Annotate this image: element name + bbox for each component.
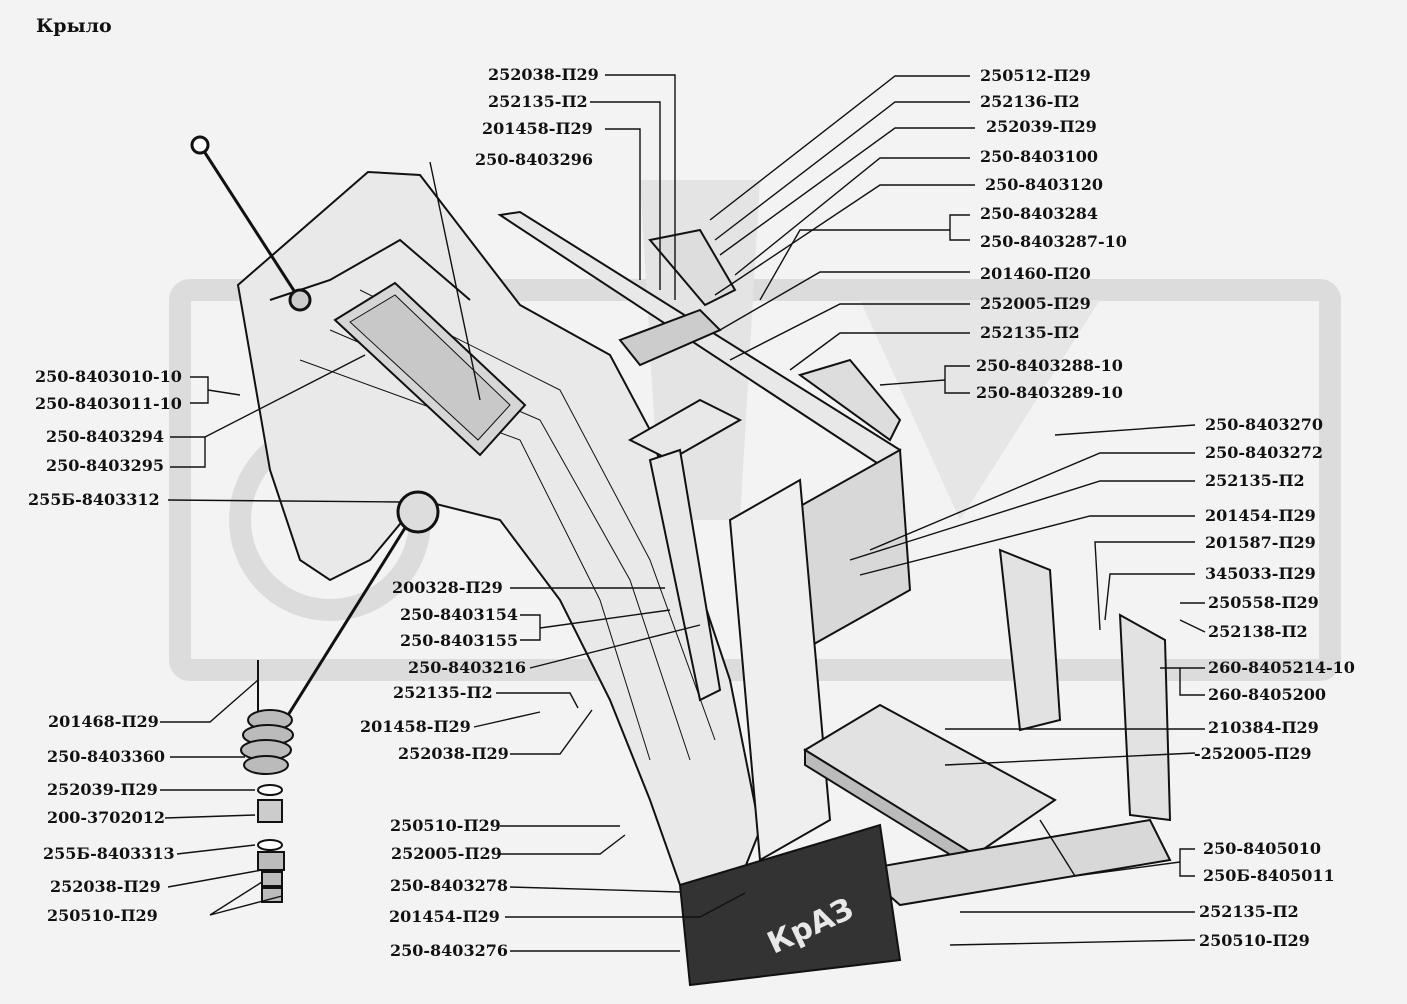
- part-label: 200-3702012: [47, 808, 165, 827]
- mirror-rod: [190, 135, 440, 721]
- part-label: 250-8403155: [400, 631, 518, 650]
- part-label: 250-8403010-10: [35, 367, 182, 386]
- part-label: 201454-П29: [1205, 506, 1316, 525]
- part-label: 200328-П29: [392, 578, 503, 597]
- part-label: 255Б-8403312: [28, 490, 160, 509]
- part-label: 250-8403288-10: [976, 356, 1123, 375]
- part-label: 250-8403154: [400, 605, 518, 624]
- inspection-panel: [333, 281, 527, 457]
- part-label: 250-8403100: [980, 147, 1098, 166]
- part-label: 252038-П29: [50, 877, 161, 896]
- part-label: 250-8403360: [47, 747, 165, 766]
- part-label: 250-8403278: [390, 876, 508, 895]
- part-label: 252136-П2: [980, 92, 1080, 111]
- part-label: 250510-П29: [1199, 931, 1310, 950]
- mud-flap: КрАЗ: [678, 823, 902, 987]
- part-label: 250-8403289-10: [976, 383, 1123, 402]
- part-label: 250558-П29: [1208, 593, 1319, 612]
- part-label: 250-8405010: [1203, 839, 1321, 858]
- part-label: 252039-П29: [986, 117, 1097, 136]
- part-label: 250-8403295: [46, 456, 164, 475]
- part-label: 260-8405214-10: [1208, 658, 1355, 677]
- part-label: 252005-П29: [980, 294, 1091, 313]
- part-label: 250512-П29: [980, 66, 1091, 85]
- part-label: 250-8403270: [1205, 415, 1323, 434]
- part-label: 250-8403120: [985, 175, 1103, 194]
- part-label: 252135-П2: [488, 92, 588, 111]
- part-label: 252135-П2: [1205, 471, 1305, 490]
- part-label: 252039-П29: [47, 780, 158, 799]
- part-label: 252138-П2: [1208, 622, 1308, 641]
- part-label: 250-8403294: [46, 427, 164, 446]
- part-label: 201468-П29: [48, 712, 159, 731]
- part-label: 255Б-8403313: [43, 844, 175, 863]
- step-assembly: [803, 548, 1172, 907]
- part-label: 252135-П2: [1199, 902, 1299, 921]
- page-title: Крыло: [36, 15, 112, 37]
- part-label: 250-8403272: [1205, 443, 1323, 462]
- part-label: 252135-П2: [393, 683, 493, 702]
- part-label: 250-8403276: [390, 941, 508, 960]
- part-label: 252038-П29: [398, 744, 509, 763]
- part-label: 250-8403287-10: [980, 232, 1127, 251]
- part-label: 345033-П29: [1205, 564, 1316, 583]
- part-label: 252005-П29: [391, 844, 502, 863]
- part-label: -252005-П29: [1194, 744, 1312, 763]
- part-label: 201458-П29: [482, 119, 593, 138]
- part-label: 250-8403284: [980, 204, 1098, 223]
- part-label: 250-8403011-10: [35, 394, 182, 413]
- part-label: 250510-П29: [47, 906, 158, 925]
- part-label: 201460-П20: [980, 264, 1091, 283]
- leader-lines: [160, 74, 1206, 952]
- part-label: 250Б-8405011: [1203, 866, 1335, 885]
- spring-stack: [240, 660, 294, 903]
- part-label: 260-8405200: [1208, 685, 1326, 704]
- part-label: 201587-П29: [1205, 533, 1316, 552]
- part-label: 201458-П29: [360, 717, 471, 736]
- part-label: 210384-П29: [1208, 718, 1319, 737]
- part-label: 250510-П29: [390, 816, 501, 835]
- part-label: 201454-П29: [389, 907, 500, 926]
- part-label: 250-8403216: [408, 658, 526, 677]
- part-label: 250-8403296: [475, 150, 593, 169]
- part-label: 252135-П2: [980, 323, 1080, 342]
- part-label: 252038-П29: [488, 65, 599, 84]
